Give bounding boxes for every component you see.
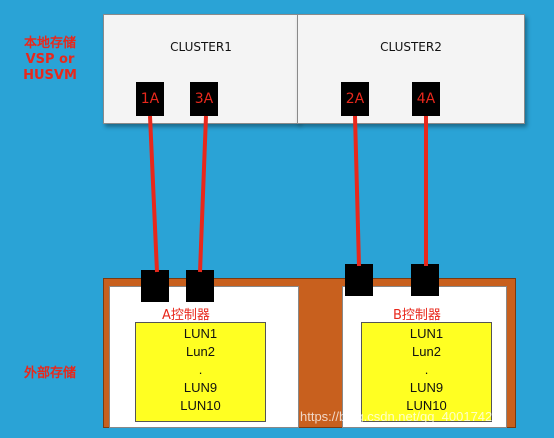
port-4a: 4A bbox=[412, 82, 440, 116]
link-1a bbox=[148, 115, 159, 273]
lun-item: LUN1 bbox=[409, 326, 444, 341]
lun-item: . bbox=[424, 362, 429, 377]
watermark-text: https://blog.csdn.net/qq_40017427 bbox=[300, 409, 500, 424]
lun-item: Lun2 bbox=[186, 344, 215, 359]
connector-b2 bbox=[411, 264, 439, 296]
lun-item: LUN9 bbox=[409, 380, 444, 395]
lun-item: LUN1 bbox=[183, 326, 218, 341]
connector-a2 bbox=[186, 270, 214, 302]
lun-item: . bbox=[198, 362, 203, 377]
lun-group-b: LUN1 Lun2 . LUN9 LUN10 bbox=[361, 322, 492, 422]
lun-item: Lun2 bbox=[412, 344, 441, 359]
link-2a bbox=[353, 115, 361, 267]
external-storage-label: 外部存储 bbox=[23, 366, 76, 381]
link-3a bbox=[198, 115, 208, 273]
controller-b-title: B控制器 bbox=[393, 308, 441, 323]
lun-item: LUN10 bbox=[406, 398, 447, 413]
port-2a: 2A bbox=[341, 82, 369, 116]
local-storage-label: 本地存储 VSP or HUSVM bbox=[23, 36, 77, 83]
port-3a: 3A bbox=[190, 82, 218, 116]
connector-b1 bbox=[345, 264, 373, 296]
cluster2-title: CLUSTER2 bbox=[380, 40, 442, 54]
port-1a: 1A bbox=[136, 82, 164, 116]
cluster1-title: CLUSTER1 bbox=[170, 40, 232, 54]
cluster2-box: CLUSTER2 bbox=[297, 14, 525, 124]
lun-item: LUN10 bbox=[180, 398, 221, 413]
controller-a-title: A控制器 bbox=[162, 308, 210, 323]
lun-group-a: LUN1 Lun2 . LUN9 LUN10 bbox=[135, 322, 266, 422]
connector-a1 bbox=[141, 270, 169, 302]
lun-item: LUN9 bbox=[183, 380, 218, 395]
